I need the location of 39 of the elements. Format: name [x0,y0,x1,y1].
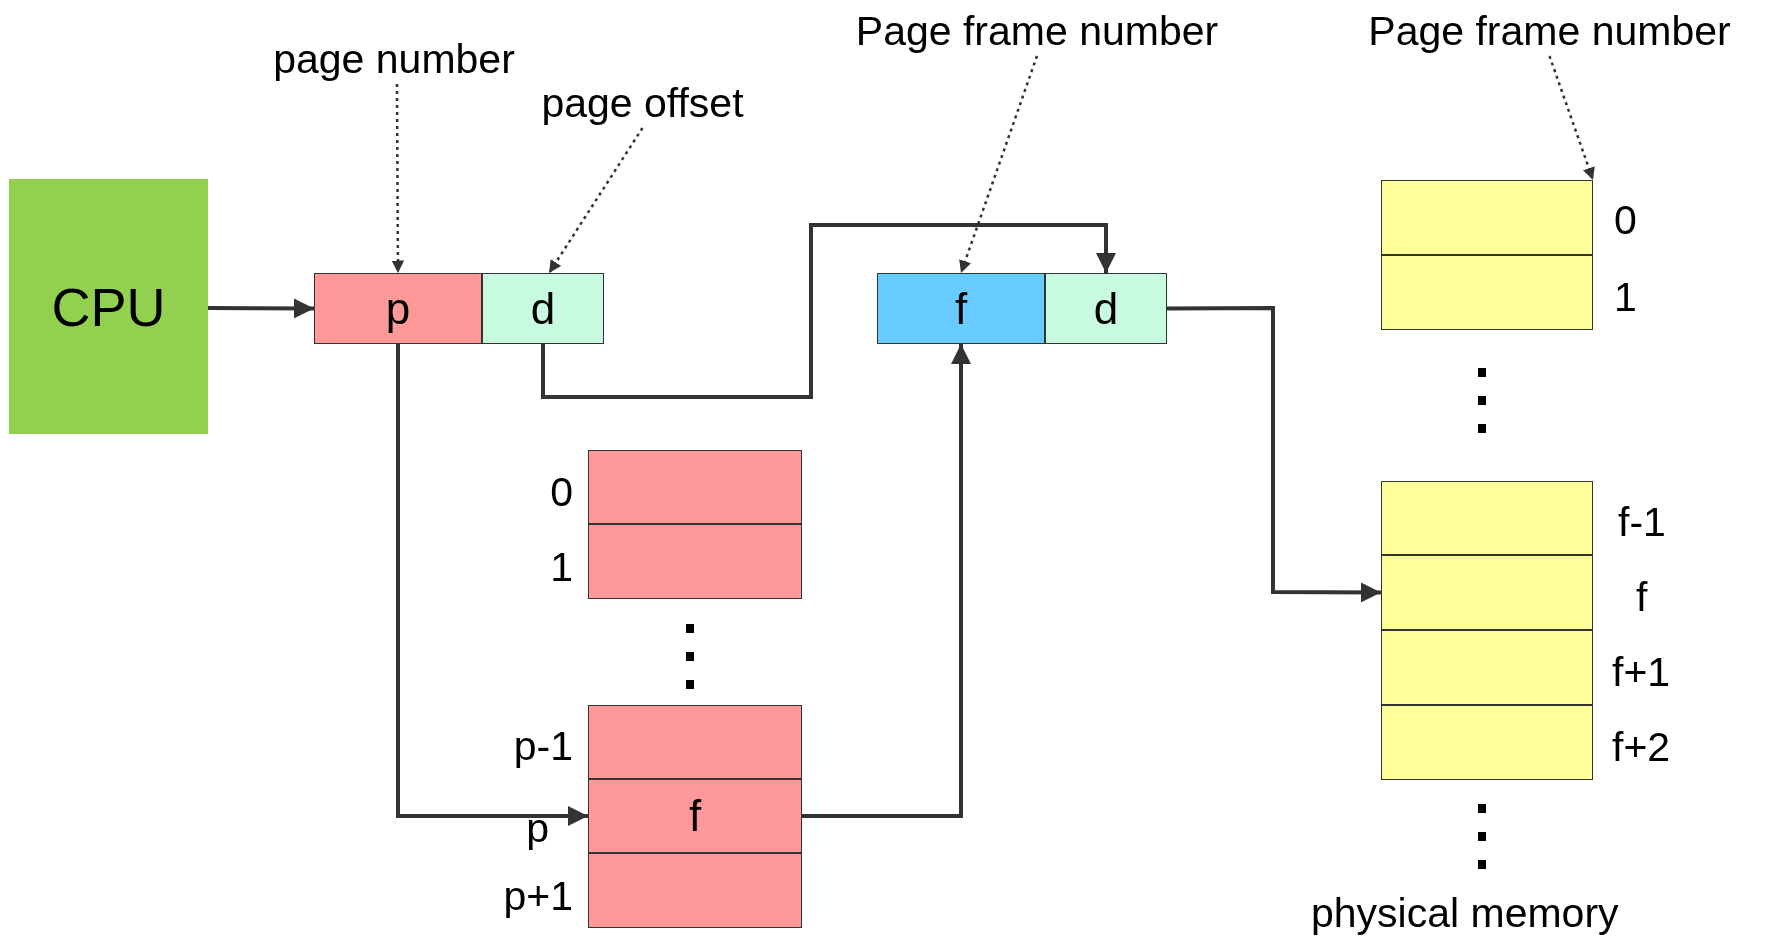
frame-number-label: p [526,808,549,849]
memory-frame [1381,555,1593,630]
arrow [802,344,971,818]
frame-number-label: 1 [1614,277,1637,318]
cpu-box: CPU [9,179,208,434]
frame-number-label: f-1 [1618,502,1666,543]
memory-frame [1381,180,1593,255]
page-table-entry [588,853,802,928]
memory-frame [1381,481,1593,555]
page-table-entry: f [588,779,802,853]
leader-line [959,55,1039,274]
callout-text: Page frame number [814,6,1260,56]
frame-number-label: p+1 [503,876,573,917]
frame-number-label: f [1636,577,1648,618]
arrow [541,223,1116,399]
leader-line [391,84,405,273]
frame-number-label: 1 [550,547,573,588]
memory-frame [1381,705,1593,780]
frame-number-label: p-1 [513,726,573,767]
arrow [1167,306,1381,603]
arrow [396,344,588,826]
frame-number-label: f+2 [1612,727,1671,768]
address-field: p [314,273,482,344]
address-field: d [1045,273,1167,344]
address-field: f [877,273,1045,344]
page-table-entry [588,524,802,599]
frame-number-label: f+1 [1612,652,1671,693]
callout-text: Page frame number [1327,6,1772,56]
page-table-entry [588,450,802,524]
memory-frame [1381,255,1593,330]
frame-number-label: 0 [1614,200,1637,241]
address-field: d [482,273,604,344]
arrow [208,298,314,319]
memory-frame [1381,630,1593,705]
leader-line [548,127,644,274]
memory-caption: physical memory [1311,893,1619,934]
frame-number-label: 0 [550,472,573,513]
page-table-entry [588,705,802,779]
leader-line [1548,55,1595,181]
